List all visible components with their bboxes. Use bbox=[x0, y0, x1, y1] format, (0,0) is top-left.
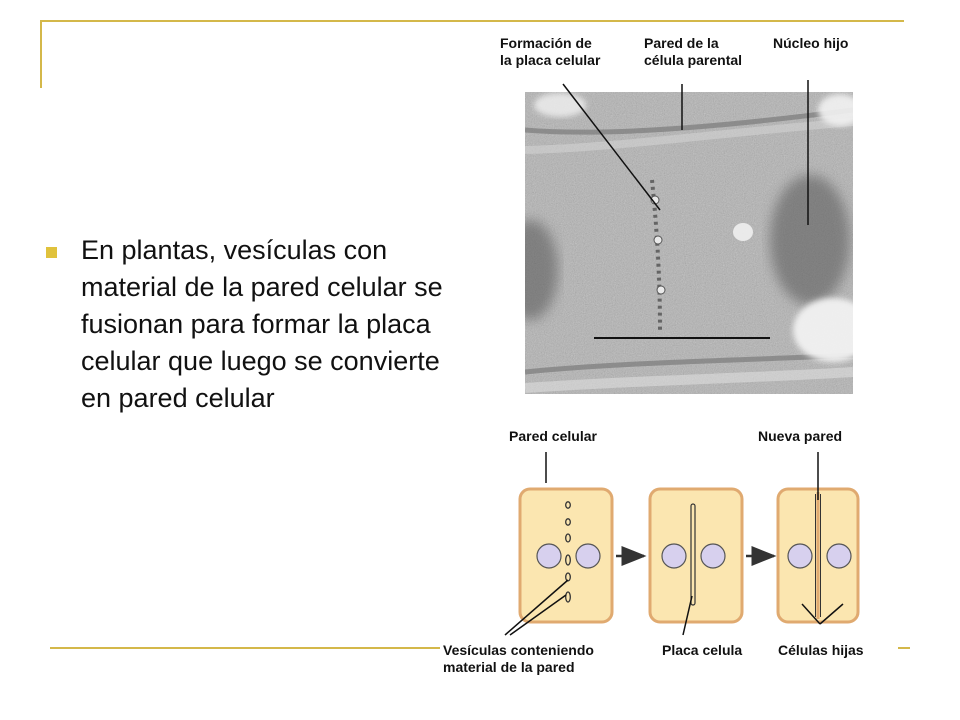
cell-division-diagram bbox=[518, 487, 860, 624]
left-frame-line bbox=[40, 20, 42, 88]
label-cell-plate-formation: Formación de la placa celular bbox=[500, 35, 601, 68]
label-daughter-nucleus: Núcleo hijo bbox=[773, 35, 849, 51]
label-parent-cell-wall: Pared de la célula parental bbox=[644, 35, 743, 68]
forming-cell-plate bbox=[650, 179, 662, 331]
cell-plate bbox=[690, 503, 696, 606]
electron-micrograph bbox=[525, 92, 853, 394]
nucleus bbox=[787, 543, 813, 569]
nucleus bbox=[661, 543, 687, 569]
label-daughter-cells: Células hijas bbox=[778, 642, 864, 658]
nucleus bbox=[700, 543, 726, 569]
bullet-square-icon bbox=[46, 247, 57, 258]
bullet-text: En plantas, vesículas con material de la… bbox=[81, 235, 443, 413]
bottom-frame-line-right bbox=[898, 647, 910, 649]
nucleus bbox=[826, 543, 852, 569]
label-cell-wall: Pared celular bbox=[509, 428, 597, 444]
nucleus bbox=[536, 543, 562, 569]
daughter-nucleus-shape bbox=[770, 175, 850, 305]
label-new-wall: Nueva pared bbox=[758, 428, 843, 444]
bullet-point: En plantas, vesículas con material de la… bbox=[46, 232, 466, 417]
top-frame-line bbox=[40, 20, 904, 22]
label-cell-plate: Placa celula bbox=[662, 642, 743, 658]
vesicles bbox=[565, 501, 571, 603]
dividing-cell bbox=[648, 487, 744, 624]
label-vesicles: Vesículas conteniendo material de la par… bbox=[443, 642, 594, 675]
bottom-frame-line-left bbox=[50, 647, 440, 649]
nucleus bbox=[575, 543, 601, 569]
